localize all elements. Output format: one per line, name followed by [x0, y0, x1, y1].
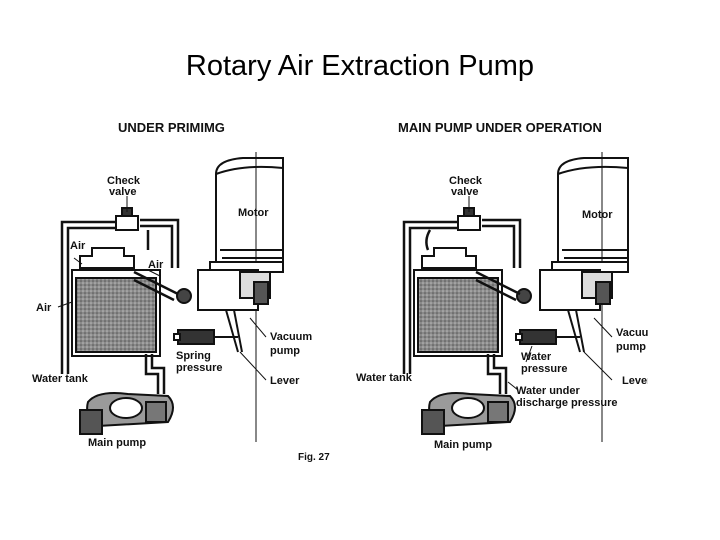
right-main-pump-label: Main pump	[434, 439, 492, 451]
left-water-tank	[71, 247, 161, 357]
left-check-valve-label-1: Check	[107, 175, 141, 187]
left-motor-label: Motor	[238, 207, 269, 219]
right-discharge-label-1: Water under	[516, 385, 580, 397]
left-lever-label: Lever	[270, 375, 300, 387]
left-vacuum-pump-label-2: pump	[270, 345, 300, 357]
right-main-pump	[421, 392, 516, 435]
right-check-valve-label-2: valve	[451, 186, 479, 198]
right-motor	[551, 152, 629, 442]
left-heading: UNDER PRIMIMG	[118, 120, 225, 135]
right-vacuum-pump-label-1: Vacuum	[616, 327, 648, 339]
left-air-label-mid: Air	[148, 259, 164, 271]
slide-title: Rotary Air Extraction Pump	[185, 50, 535, 82]
left-vacuum-pump	[176, 269, 271, 353]
left-spring-valve	[173, 329, 238, 345]
left-panel: UNDER PRIMIMG	[32, 120, 312, 449]
left-motor	[209, 152, 284, 442]
right-heading: MAIN PUMP UNDER OPERATION	[398, 120, 602, 135]
right-water-valve	[515, 329, 580, 345]
right-vacuum-pump-label-2: pump	[616, 341, 646, 353]
left-piping	[60, 218, 180, 394]
right-water-tank-label: Water tank	[356, 372, 413, 384]
left-spring-pressure-label-2: pressure	[176, 362, 222, 374]
left-spring-pressure-label-1: Spring	[176, 350, 211, 362]
left-leaders	[57, 196, 267, 381]
left-check-valve-label-2: valve	[109, 186, 137, 198]
right-water-pressure-label-2: pressure	[521, 363, 567, 375]
right-leaders	[468, 196, 613, 391]
right-panel: MAIN PUMP UNDER OPERATION	[356, 120, 648, 451]
right-check-valve-label-1: Check	[449, 175, 483, 187]
right-water-tank	[413, 247, 503, 357]
figure-caption: Fig. 27	[298, 452, 330, 462]
right-vacuum-pump	[516, 269, 613, 353]
right-piping	[402, 218, 522, 394]
left-main-pump	[79, 392, 174, 435]
right-lever-label: Lever	[622, 375, 648, 387]
right-discharge-label-2: discharge pressure	[516, 397, 618, 409]
pump-diagram: UNDER PRIMIMG	[32, 120, 648, 462]
left-air-label-side: Air	[36, 302, 52, 314]
right-motor-label: Motor	[582, 209, 613, 221]
left-water-tank-label: Water tank	[32, 373, 89, 385]
left-vacuum-pump-label-1: Vacuum	[270, 331, 312, 343]
left-main-pump-label: Main pump	[88, 437, 146, 449]
right-water-pressure-label-1: Water	[521, 351, 552, 363]
left-air-label-top: Air	[70, 240, 86, 252]
